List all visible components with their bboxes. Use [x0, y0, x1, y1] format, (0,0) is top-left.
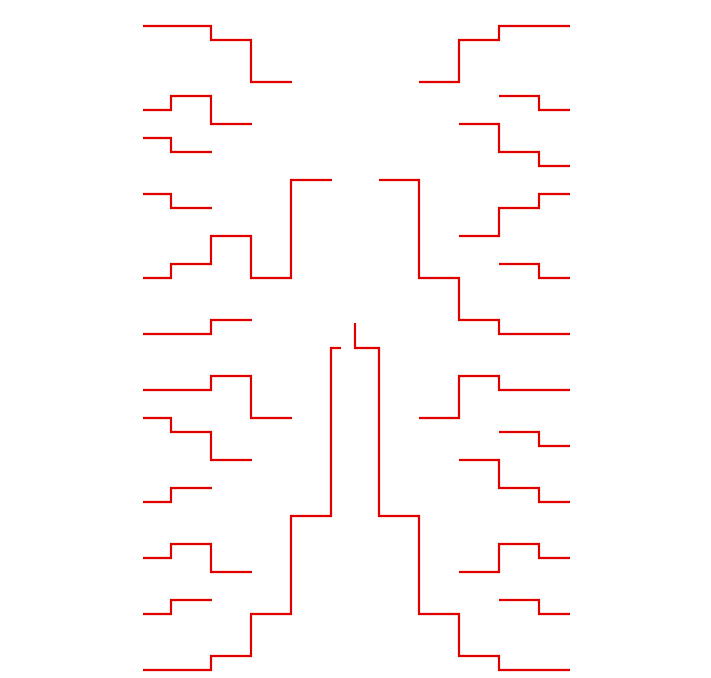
right-branch-2 [499, 94, 570, 112]
left-branch-1 [143, 24, 292, 84]
left-branch-7 [143, 374, 292, 420]
left-branch-12 [143, 346, 341, 672]
right-branch-10 [459, 542, 570, 574]
right-branch-11 [499, 598, 570, 616]
right-branch-9 [459, 458, 570, 504]
right-branch-3 [459, 122, 570, 168]
right-branch-8 [499, 430, 570, 448]
right-branch-7 [419, 374, 570, 420]
right-branch-6 [499, 262, 570, 280]
right-branch-4 [379, 178, 570, 336]
left-branch-2 [143, 94, 252, 126]
left-branch-5 [143, 178, 332, 280]
left-branch-11 [143, 598, 212, 616]
left-branch-10 [143, 542, 252, 574]
right-branch-5 [459, 192, 570, 238]
left-branch-4 [143, 192, 212, 210]
center-stub [353, 323, 570, 672]
left-branch-8 [143, 416, 252, 462]
left-branch-6 [143, 318, 252, 336]
right-branch-1 [419, 24, 570, 84]
bracket-lines [143, 24, 570, 672]
left-branch-9 [143, 486, 212, 504]
left-branch-3 [143, 136, 212, 154]
